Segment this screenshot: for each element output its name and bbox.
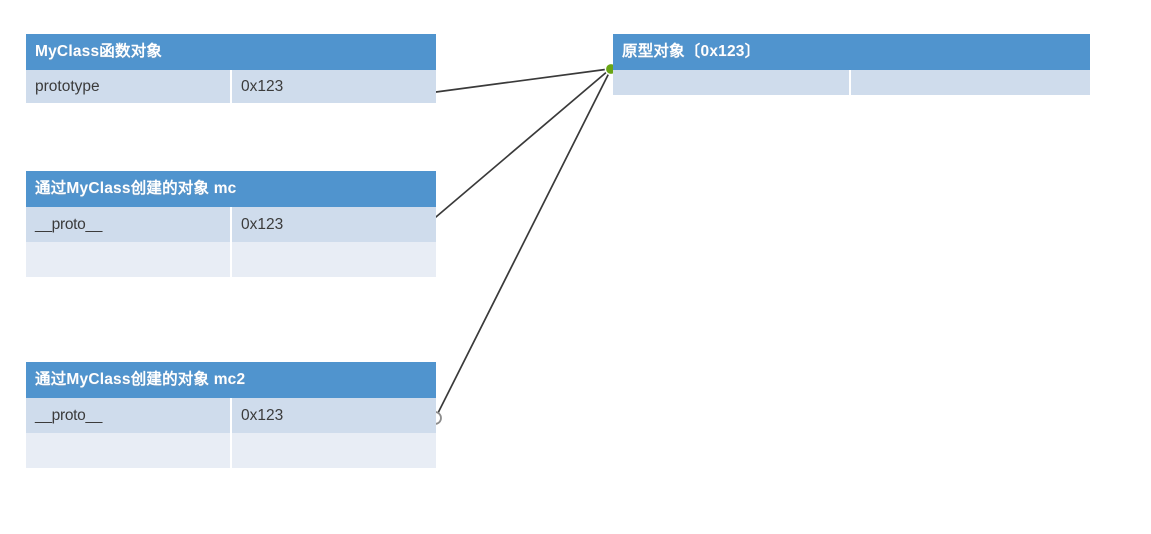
table-row bbox=[26, 242, 436, 277]
cell-key-empty bbox=[613, 70, 851, 95]
cell-value-empty bbox=[232, 433, 436, 468]
table-row: __proto__ 0x123 bbox=[26, 207, 436, 242]
cell-key-empty bbox=[26, 242, 232, 277]
table-header-prototype: 原型对象〔0x123〕 bbox=[613, 34, 1090, 70]
cell-key-proto: __proto__ bbox=[26, 398, 232, 433]
cell-value-empty bbox=[851, 70, 1090, 95]
cell-key-proto: __proto__ bbox=[26, 207, 232, 242]
table-header-mc2: 通过MyClass创建的对象 mc2 bbox=[26, 362, 436, 398]
cell-key-prototype: prototype bbox=[26, 70, 232, 103]
cell-value-empty bbox=[232, 242, 436, 277]
cell-value-proto: 0x123 bbox=[241, 215, 284, 233]
table-row bbox=[26, 433, 436, 468]
table-header-mc: 通过MyClass创建的对象 mc bbox=[26, 171, 436, 207]
table-mc2-instance-object: 通过MyClass创建的对象 mc2 __proto__ 0x123 bbox=[26, 362, 436, 468]
cell-value-proto: 0x123 bbox=[241, 406, 284, 424]
connector-mc2-to-prototype bbox=[437, 70, 611, 414]
table-header-myclass: MyClass函数对象 bbox=[26, 34, 436, 70]
connector-mc-to-prototype bbox=[422, 69, 610, 229]
cell-key-empty bbox=[26, 433, 232, 468]
table-row: __proto__ 0x123 bbox=[26, 398, 436, 433]
cell-value-prototype: 0x123 bbox=[241, 77, 284, 95]
table-row bbox=[613, 70, 1090, 95]
table-prototype-object: 原型对象〔0x123〕 bbox=[613, 34, 1090, 95]
table-myclass-function-object: MyClass函数对象 prototype 0x123 bbox=[26, 34, 436, 103]
connector-myclass-to-prototype bbox=[435, 68, 610, 93]
table-mc-instance-object: 通过MyClass创建的对象 mc __proto__ 0x123 bbox=[26, 171, 436, 277]
table-row: prototype 0x123 bbox=[26, 70, 436, 103]
